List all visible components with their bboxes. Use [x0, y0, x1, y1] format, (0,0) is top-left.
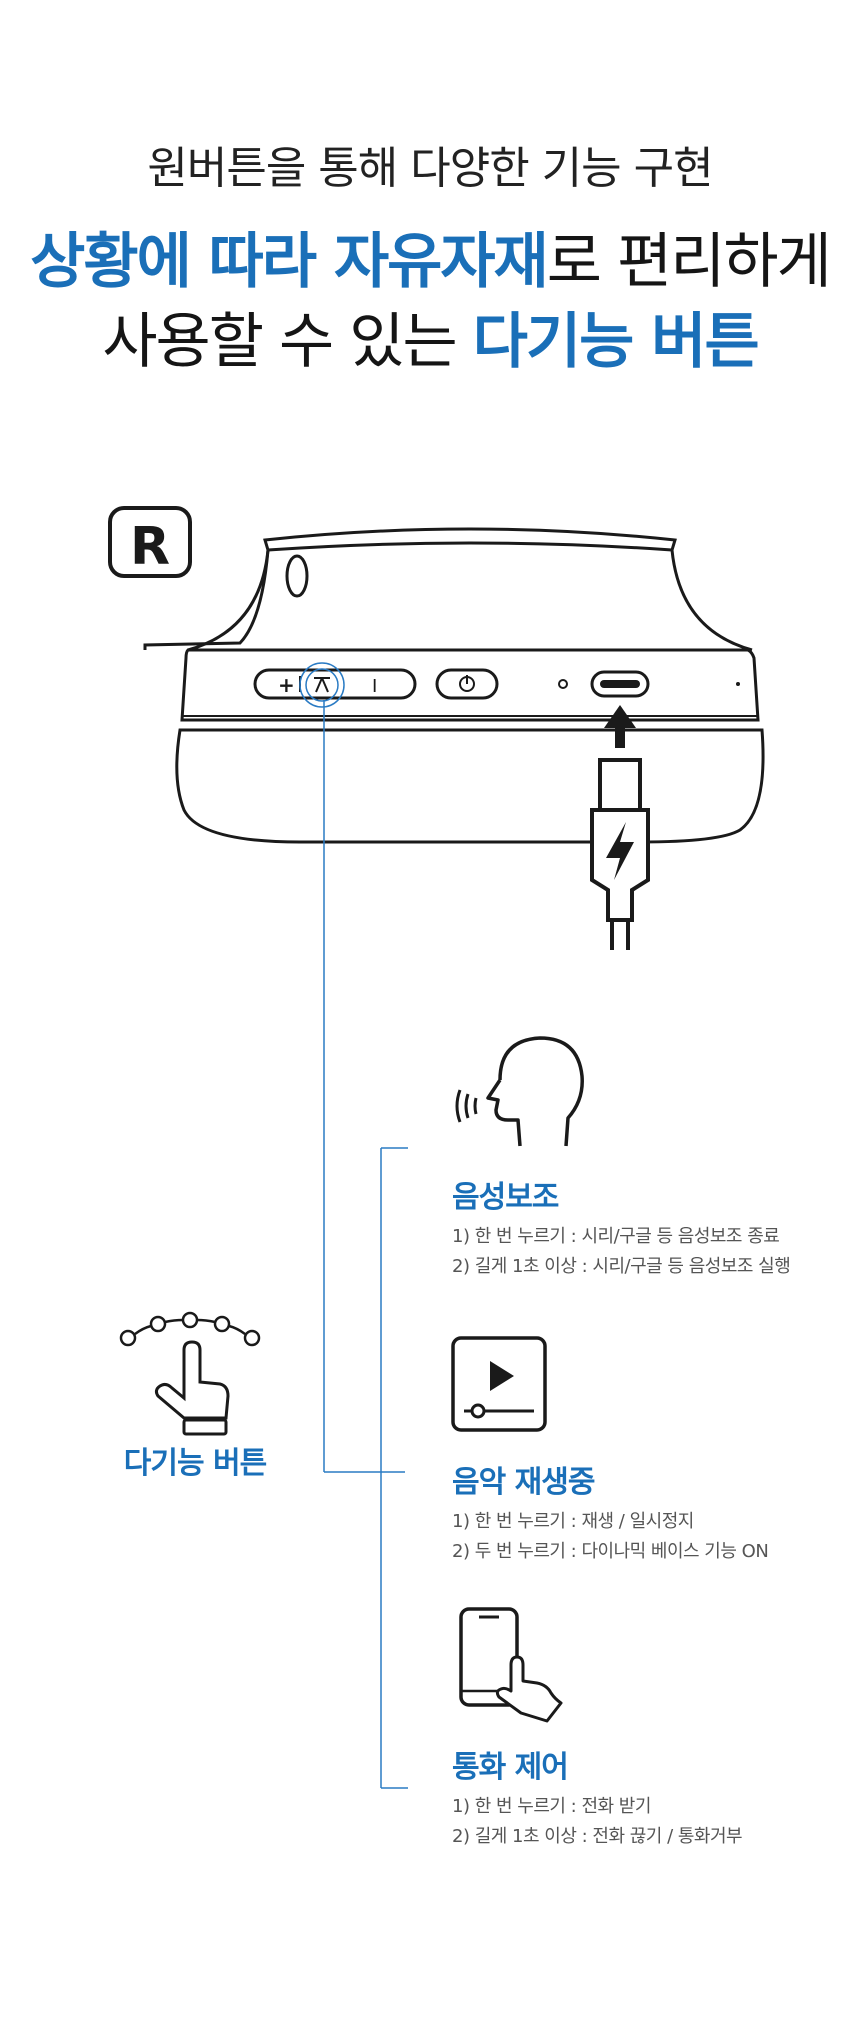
svg-text:+: + [278, 673, 295, 697]
headline-highlight-1: 상황에 따라 자유자재 [30, 227, 549, 297]
phone-touch-icon [459, 1607, 563, 1723]
feature-line: 1) 한 번 누르기 : 전화 받기 [452, 1796, 651, 1817]
svg-text:I: I [372, 676, 377, 697]
feature-title-music: 음악 재생중 [452, 1465, 595, 1500]
feature-line: 1) 한 번 누르기 : 시리/구글 등 음성보조 종료 [452, 1226, 780, 1247]
feature-line: 2) 길게 1초 이상 : 전화 끊기 / 통화거부 [452, 1826, 743, 1847]
multi-button-highlight-inner [305, 668, 339, 702]
arrow-up-icon [604, 705, 636, 728]
feature-desc-call: 1) 한 번 누르기 : 전화 받기 2) 길게 1초 이상 : 전화 끊기 /… [452, 1792, 743, 1852]
feature-desc-music: 1) 한 번 누르기 : 재생 / 일시정지 2) 두 번 누르기 : 다이나믹… [452, 1507, 769, 1567]
music-play-icon [451, 1336, 547, 1432]
lightning-icon [606, 822, 634, 880]
headline: 상황에 따라 자유자재로 편리하게 사용할 수 있는 다기능 버튼 [0, 222, 860, 382]
sub-headline: 원버튼을 통해 다양한 기능 구현 [147, 143, 713, 194]
feature-line: 2) 길게 1초 이상 : 시리/구글 등 음성보조 실행 [452, 1256, 791, 1277]
led-indicator [558, 679, 568, 689]
tap-hand-icon [119, 1311, 261, 1436]
feature-title-call: 통화 제어 [452, 1750, 569, 1785]
sensor-hole [285, 554, 309, 598]
r-badge-frame [108, 506, 192, 578]
feature-line: 2) 두 번 누르기 : 다이나믹 베이스 기능 ON [452, 1541, 769, 1562]
headline-highlight-2: 다기능 버튼 [472, 307, 760, 377]
voice-assistant-icon [455, 1036, 584, 1147]
connector-lines [323, 700, 408, 1789]
feature-desc-voice: 1) 한 번 누르기 : 시리/구글 등 음성보조 종료 2) 길게 1초 이상… [452, 1222, 791, 1282]
multi-button-highlight-outer [299, 662, 345, 708]
r-badge-letter: R [130, 517, 170, 577]
headline-line-1: 상황에 따라 자유자재로 편리하게 [0, 222, 860, 302]
feature-line: 1) 한 번 누르기 : 재생 / 일시정지 [452, 1511, 694, 1532]
multi-button-label: 다기능 버튼 [123, 1446, 267, 1481]
headline-text-1: 로 편리하게 [546, 227, 832, 297]
headline-line-2: 사용할 수 있는 다기능 버튼 [0, 302, 860, 382]
volume-rocker [253, 668, 417, 700]
headline-text-2: 사용할 수 있는 [102, 307, 473, 377]
usb-c-connector [598, 758, 642, 812]
feature-title-voice: 음성보조 [452, 1180, 559, 1215]
